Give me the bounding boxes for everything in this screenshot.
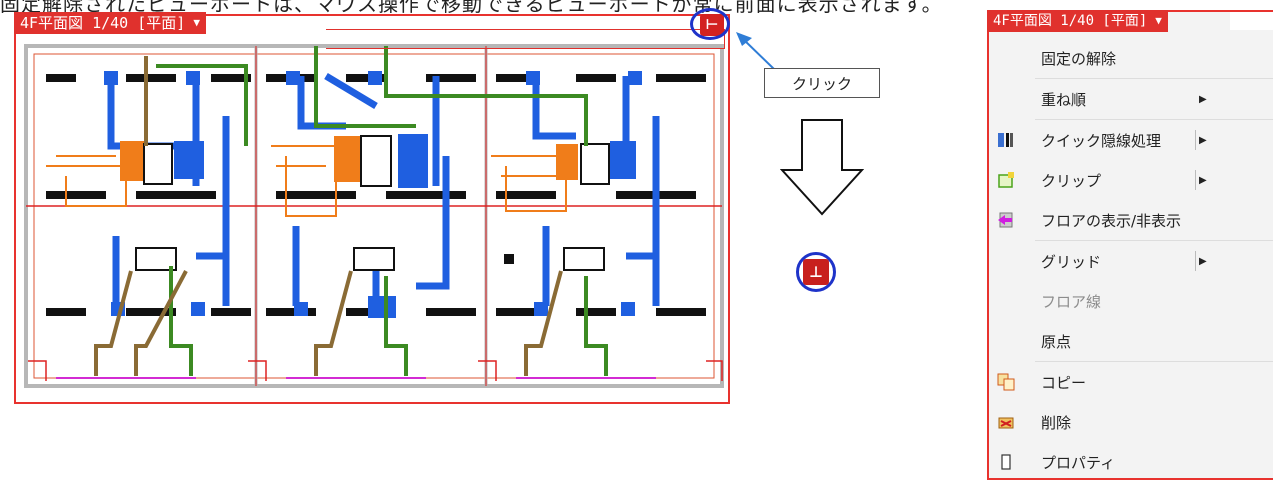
menu-item-clip[interactable]: クリップ ▶ [989, 160, 1273, 200]
menu-divider [1035, 119, 1273, 120]
menu-title-blank [1230, 12, 1273, 30]
submenu-arrow-icon: ▶ [1199, 134, 1207, 146]
submenu-arrow-icon: ▶ [1199, 255, 1207, 267]
menu-item-quick-hidden-line[interactable]: クイック隠線処理 ▶ [989, 120, 1273, 160]
menu-item-copy[interactable]: コピー [989, 362, 1273, 402]
submenu-arrow-icon: ▶ [1199, 174, 1207, 186]
copy-icon [997, 373, 1015, 391]
click-callout: クリック [764, 68, 880, 98]
menu-item-stacking-order[interactable]: 重ね順 ▶ [1041, 90, 1207, 109]
highlight-circle [690, 8, 730, 40]
quick-hidden-line-icon [997, 131, 1015, 149]
submenu-arrow-icon: ▶ [1199, 93, 1207, 105]
clip-icon [997, 171, 1015, 189]
context-menu: 固定の解除 重ね順 ▶ クイック隠線処理 ▶ クリップ ▶ フロアの表示/非表示… [989, 38, 1273, 482]
viewport-title-bar[interactable]: 4F平面図 1/40 [平面] ▼ [14, 12, 206, 34]
unpinned-state-pin-icon: ⊥ [796, 252, 836, 292]
delete-icon [997, 413, 1015, 431]
menu-item-delete[interactable]: 削除 [989, 402, 1273, 442]
menu-divider [1035, 361, 1273, 362]
properties-icon [997, 453, 1015, 471]
menu-item-floor-visibility[interactable]: フロアの表示/非表示 [989, 200, 1273, 240]
menu-item-grid[interactable]: グリッド ▶ [1041, 251, 1207, 271]
context-menu-frame [987, 10, 1273, 480]
viewport-title: 4F平面図 1/40 [平面] [20, 14, 186, 32]
page-caption: 固定解除されたビューポートは、マウス操作で移動できるビューポートが常に前面に表示… [0, 0, 943, 16]
menu-item-floor-line: フロア線 [1041, 292, 1102, 311]
floor-visibility-icon [997, 211, 1015, 229]
floor-plan-drawing [24, 44, 724, 388]
callout-label: クリック [791, 74, 852, 93]
down-arrow-icon [780, 119, 864, 216]
callout-arrow-icon [736, 32, 776, 71]
floor-plan-viewport[interactable] [14, 14, 730, 404]
menu-dropdown-triangle-icon[interactable]: ▼ [1155, 14, 1162, 27]
dropdown-triangle-icon[interactable]: ▼ [193, 16, 200, 29]
menu-title: 4F平面図 1/40 [平面] [993, 13, 1148, 29]
viewport-title-frame [326, 29, 725, 49]
menu-divider [1035, 240, 1273, 241]
menu-title-bar[interactable]: 4F平面図 1/40 [平面] ▼ [987, 10, 1168, 32]
menu-item-unpin[interactable]: 固定の解除 [1041, 49, 1117, 68]
menu-item-origin[interactable]: 原点 [1041, 332, 1072, 351]
menu-divider [1035, 78, 1273, 79]
menu-item-properties[interactable]: プロパティ [989, 442, 1273, 482]
